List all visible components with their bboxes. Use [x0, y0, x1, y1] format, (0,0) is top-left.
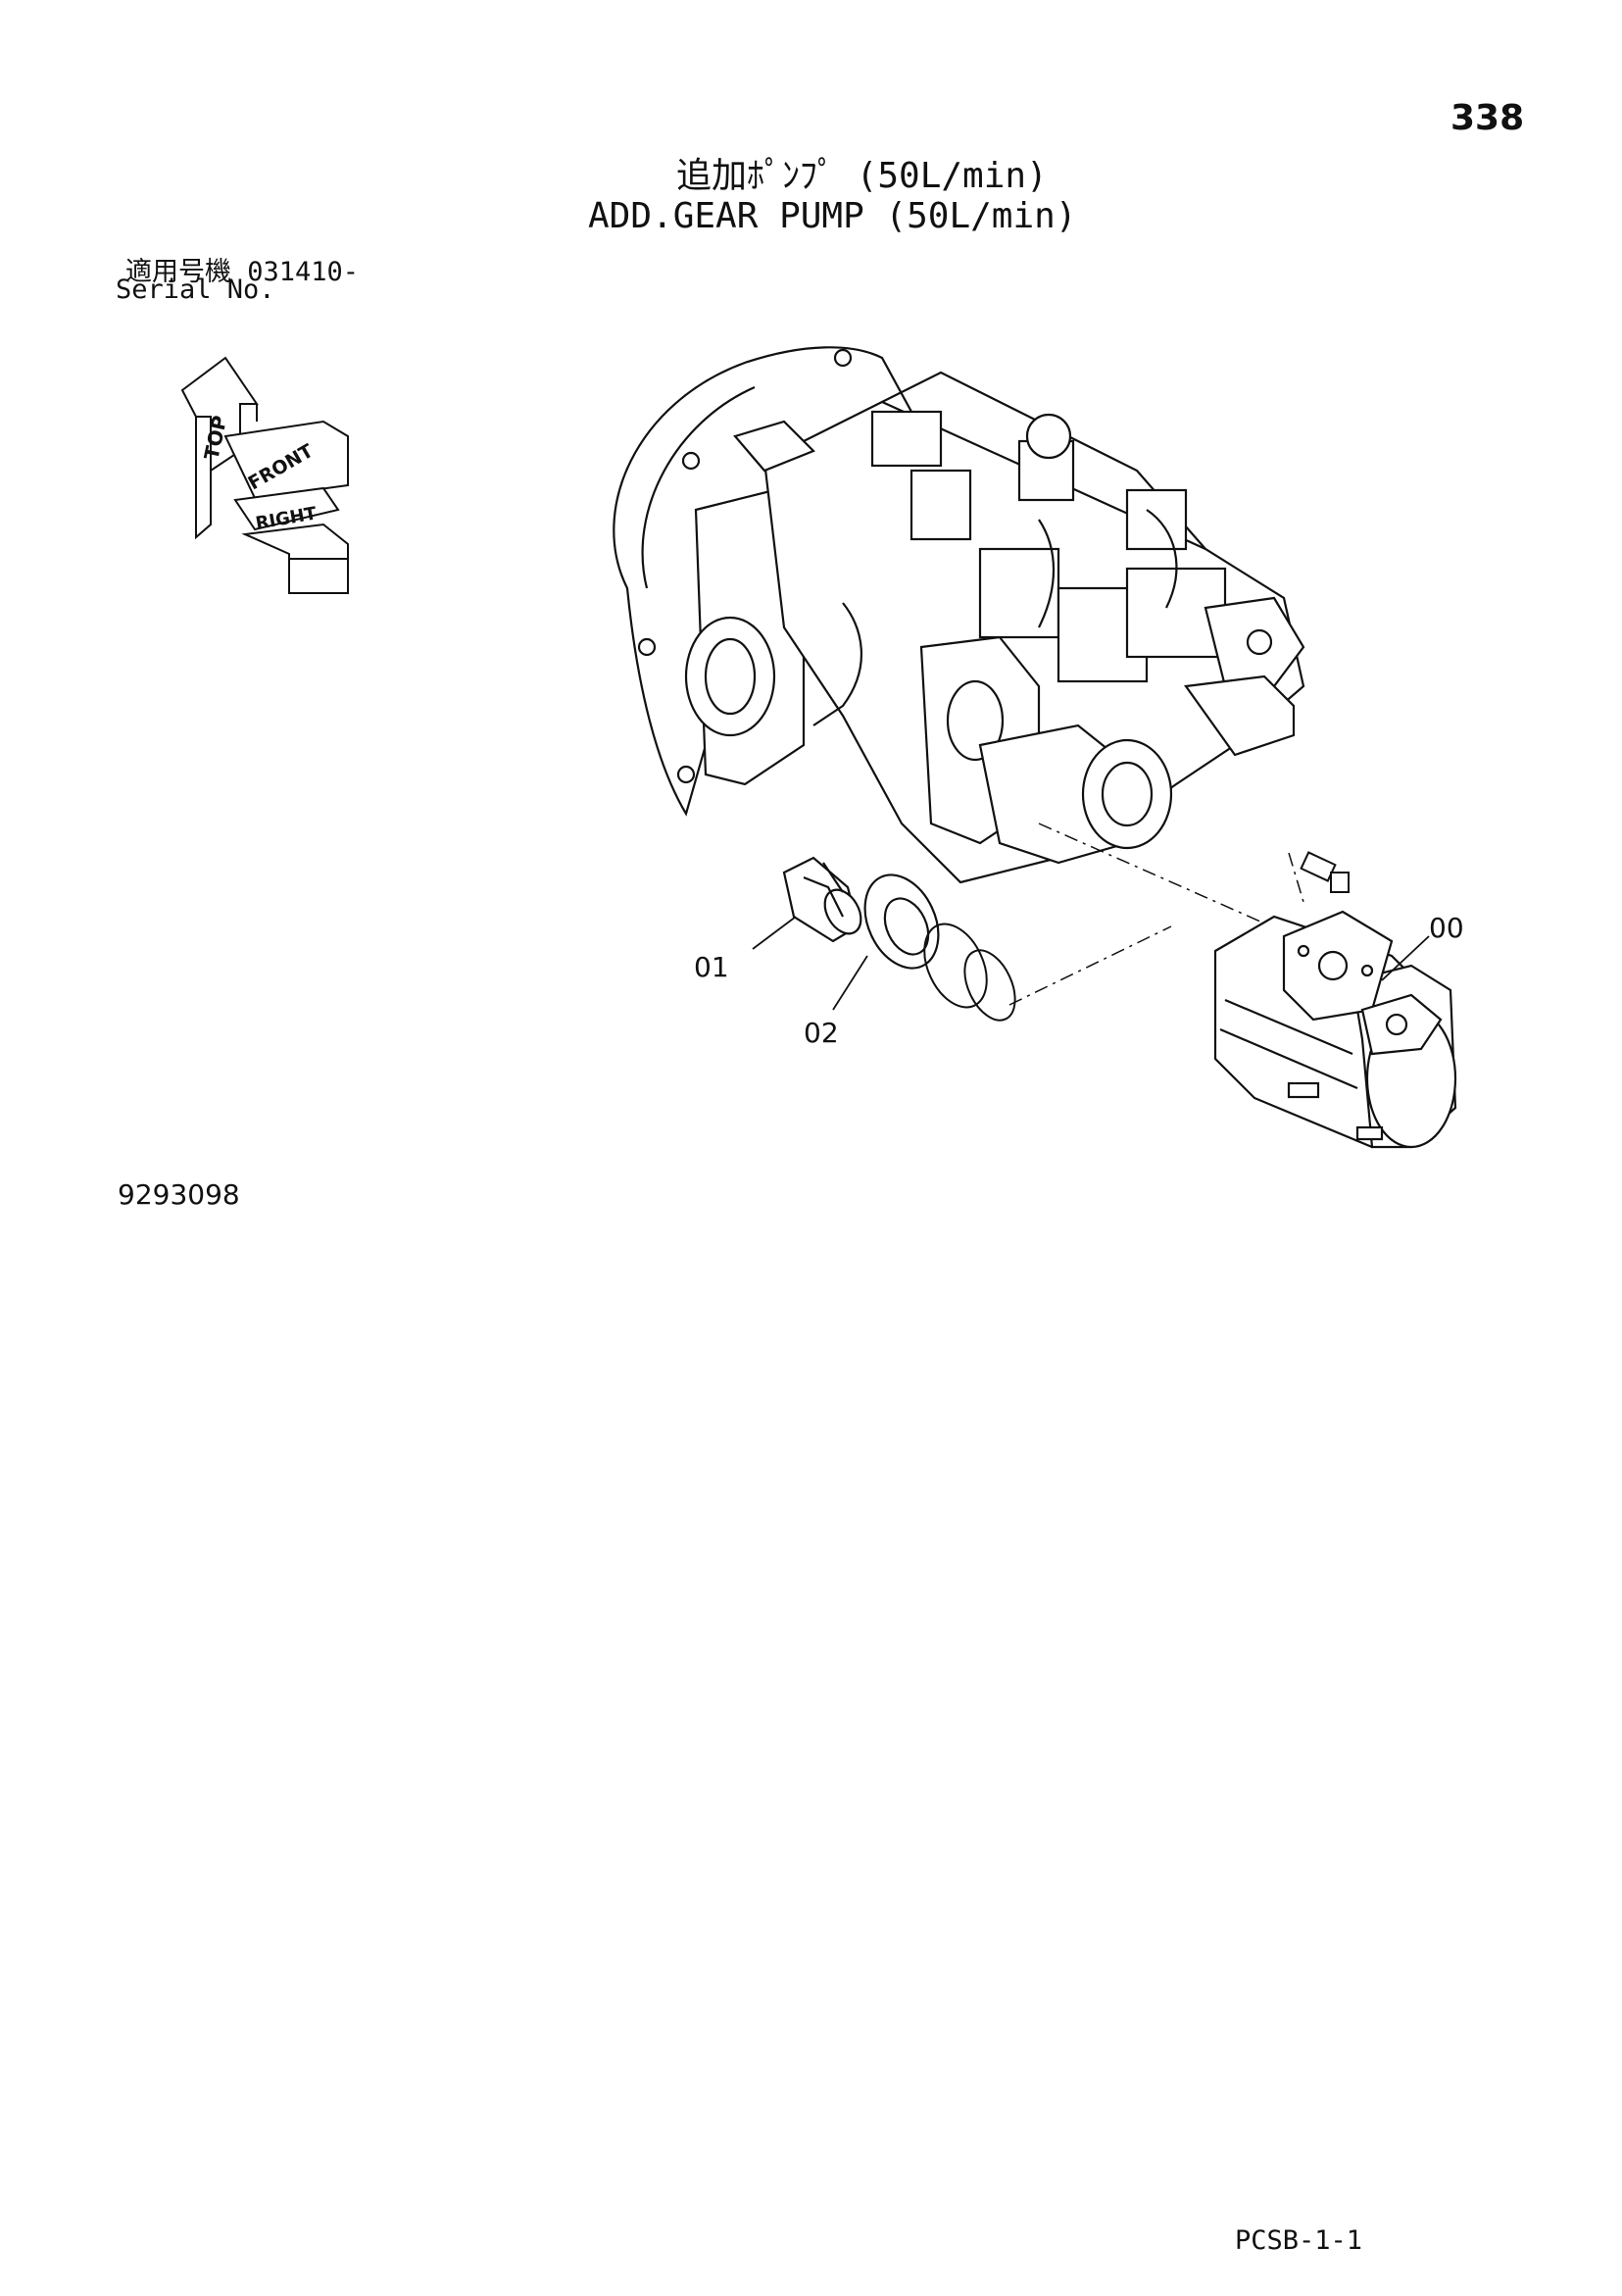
part-00-gear-pump	[1213, 910, 1457, 1149]
main-pump-assembly	[613, 346, 1305, 884]
part-02-seal	[863, 873, 940, 970]
page-title-english: ADD.GEAR PUMP (50L/min)	[588, 196, 1077, 236]
callout-leader-02	[832, 955, 868, 1011]
callout-part-01: 01	[694, 951, 729, 983]
assembly-guide-lines	[1008, 823, 1304, 1006]
orientation-arrows-icon: TOP FRONT RIGHT	[180, 356, 349, 594]
serial-label-english: Serial No.	[116, 275, 275, 305]
drawing-number: 9293098	[118, 1178, 240, 1211]
footer-code: PCSB-1-1	[1235, 2225, 1363, 2256]
snap-rings	[923, 923, 1016, 1022]
callout-part-00: 00	[1429, 912, 1464, 944]
part-01-coupling	[782, 856, 862, 943]
page-title-japanese: 追加ﾎﾟﾝﾌﾟ (50L/min)	[676, 156, 1048, 196]
mounting-bolt	[1300, 851, 1350, 893]
callout-leader-01	[752, 916, 797, 950]
callout-leader-00	[1381, 935, 1430, 981]
page-number: 338	[1450, 98, 1525, 138]
callout-part-02: 02	[804, 1017, 839, 1049]
serial-label-japanese: 適用号機 031410-	[125, 257, 360, 287]
